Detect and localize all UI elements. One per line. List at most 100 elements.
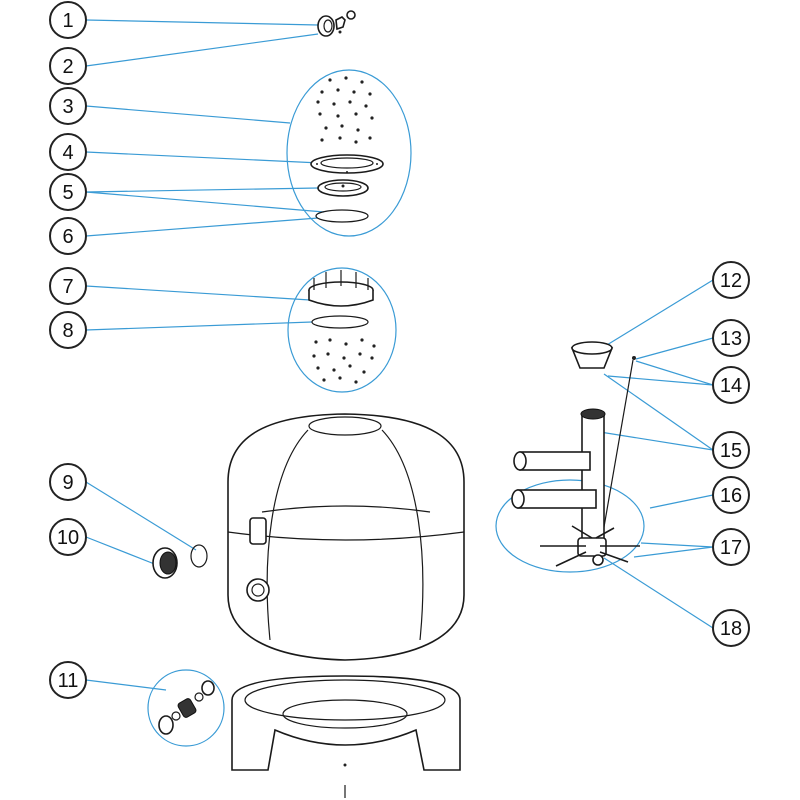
- leader-14b: [607, 375, 714, 386]
- lateral: [571, 525, 593, 539]
- leader-9: [85, 481, 197, 551]
- lower-side-pipe-end: [511, 489, 525, 509]
- leader-8: [85, 321, 313, 331]
- callout-4: 4: [49, 133, 87, 171]
- callout-number: 9: [62, 472, 73, 494]
- callout-17: 17: [712, 528, 750, 566]
- leader-5b: [85, 191, 325, 213]
- collar-bolt: [348, 364, 352, 368]
- callout-11: 11: [49, 661, 87, 699]
- collar-bolt: [370, 356, 374, 360]
- leader-1: [85, 19, 319, 26]
- tank-band: [261, 505, 431, 513]
- callout-circle: [49, 87, 87, 125]
- gauge-assembly: [317, 10, 356, 37]
- union-nut: [159, 551, 177, 575]
- lid-bolt: [354, 112, 358, 116]
- flange-hole: [316, 163, 318, 165]
- collar-bolt: [328, 338, 332, 342]
- tank-drain-port-inner: [251, 583, 265, 597]
- upper-side-pipe-end: [513, 451, 527, 471]
- callout-circle: [712, 476, 750, 514]
- side-union: [152, 544, 208, 579]
- leader-18: [603, 557, 714, 629]
- callout-10: 10: [49, 518, 87, 556]
- callout-number: 4: [62, 142, 73, 164]
- callout-circle: [49, 311, 87, 349]
- lid-bolt: [340, 124, 344, 128]
- callout-number: 11: [58, 670, 79, 692]
- collar-bolt: [344, 342, 348, 346]
- lid-bolt: [344, 76, 348, 80]
- callout-number: 7: [62, 276, 73, 298]
- callout-6: 6: [49, 217, 87, 255]
- flange-hole: [346, 171, 348, 173]
- flange-hole: [376, 163, 378, 165]
- upper-side-pipe: [519, 451, 591, 471]
- leader-13: [635, 337, 714, 360]
- lid-bolt: [324, 126, 328, 130]
- drain-plug: [158, 715, 174, 735]
- callout-number: 15: [720, 440, 742, 462]
- callout-circle: [49, 1, 87, 39]
- callout-5: 5: [49, 173, 87, 211]
- callout-number: 12: [720, 270, 742, 292]
- callout-number: 1: [62, 10, 73, 32]
- gauge-small-dot: [338, 30, 342, 34]
- callout-circle: [49, 463, 87, 501]
- callout-8: 8: [49, 311, 87, 349]
- gauge-face: [323, 19, 333, 33]
- lateral: [599, 551, 629, 563]
- drain-kit: [158, 680, 215, 735]
- group-ellipse-manifold: [495, 479, 645, 573]
- center-pipe-cap: [580, 408, 606, 420]
- filter-tank: [227, 413, 465, 661]
- base-body: [231, 675, 461, 771]
- callout-16: 16: [712, 476, 750, 514]
- collar-bolt: [312, 354, 316, 358]
- drain-thread: [177, 698, 197, 718]
- collar-bolt: [332, 368, 336, 372]
- lid-bolt: [332, 102, 336, 106]
- collar: [308, 270, 374, 307]
- callout-circle: [49, 133, 87, 171]
- tank-side-port: [249, 517, 267, 545]
- leader-17b: [633, 546, 714, 558]
- lid-bolt: [320, 138, 324, 142]
- lateral: [555, 551, 587, 567]
- lid-bolt: [368, 136, 372, 140]
- group-ellipse-lid: [286, 69, 412, 237]
- lid-bolt: [336, 114, 340, 118]
- diffuser-top: [571, 341, 613, 355]
- lid-bolt: [364, 104, 368, 108]
- callout-number: 14: [720, 375, 742, 397]
- callout-circle: [712, 261, 750, 299]
- base-screw-head: [343, 763, 347, 767]
- collar-bolt: [326, 352, 330, 356]
- collar-bolt: [316, 366, 320, 370]
- callout-number: 18: [720, 618, 742, 640]
- internal-manifold: [511, 341, 640, 567]
- lid-bolt: [316, 100, 320, 104]
- lid-center: [341, 184, 345, 188]
- collar-bolts: [312, 338, 376, 384]
- tank-top-opening: [308, 416, 382, 436]
- callout-circle: [49, 518, 87, 556]
- leader-15a: [603, 373, 714, 451]
- collar-bolt: [360, 338, 364, 342]
- callout-circle: [712, 319, 750, 357]
- callout-2: 2: [49, 47, 87, 85]
- collar-bolt: [362, 370, 366, 374]
- lower-side-pipe: [517, 489, 597, 509]
- lid-bolt: [328, 78, 332, 82]
- callout-number: 17: [720, 537, 742, 559]
- leader-12: [601, 279, 714, 349]
- flange-ring: [310, 154, 384, 174]
- callout-number: 3: [62, 96, 73, 118]
- callout-14: 14: [712, 366, 750, 404]
- collar-bolt: [354, 380, 358, 384]
- leader-17a: [640, 542, 714, 548]
- air-tube-tip: [632, 356, 636, 360]
- callout-3: 3: [49, 87, 87, 125]
- leader-14a: [635, 360, 714, 386]
